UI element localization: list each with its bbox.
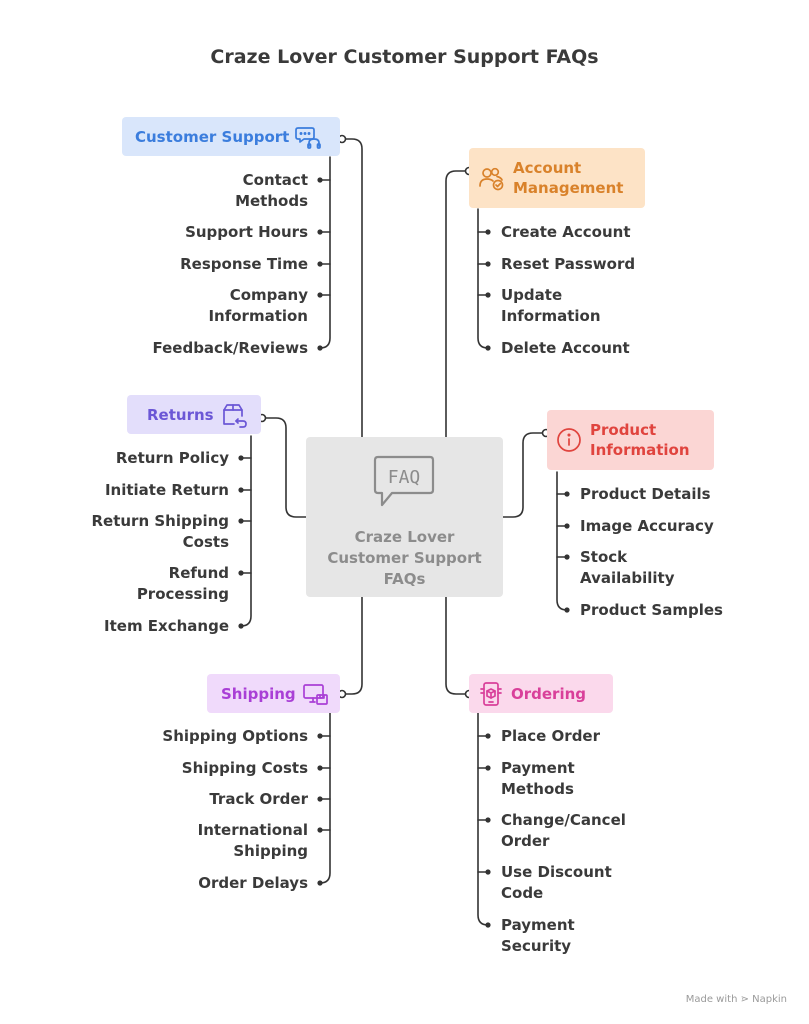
branch-label: Returns: [147, 405, 214, 424]
center-node: FAQ Craze Lover Customer Support FAQs: [306, 437, 503, 597]
list-item: Shipping Options: [162, 727, 308, 745]
box-return-icon: [221, 402, 248, 428]
branch-label: Customer Support: [135, 127, 290, 146]
made-with-napkin-footer: Made with ⋗ Napkin: [685, 994, 787, 1005]
info-circle-icon: [556, 427, 582, 453]
list-item: Reset Password: [501, 255, 636, 273]
list-item: Feedback/Reviews: [152, 339, 308, 357]
list-item: Delete Account: [501, 339, 630, 357]
svg-text:FAQ: FAQ: [388, 467, 421, 488]
list-item: Product Details: [580, 485, 711, 503]
list-item: Track Order: [209, 790, 308, 808]
chat-headset-icon: [295, 124, 322, 150]
faq-speech-bubble-icon: FAQ: [372, 453, 436, 515]
list-item: Place Order: [501, 727, 601, 745]
connector-shipping: [341, 596, 363, 695]
connector-returns: [261, 417, 307, 518]
monitor-package-icon: [302, 681, 329, 707]
connector-ordering: [445, 596, 470, 695]
list-item: Return Policy: [115, 449, 229, 467]
branch-ordering: Ordering: [469, 674, 613, 713]
branch-returns: Returns: [127, 395, 261, 434]
list-item: Initiate Return: [104, 481, 229, 499]
list-item: Item Exchange: [104, 617, 229, 635]
list-item: Response Time: [180, 255, 308, 273]
diagram-title: Craze Lover Customer Support FAQs: [210, 46, 599, 68]
list-item: Order Delays: [198, 874, 308, 892]
connector-account-management: [445, 170, 470, 438]
branch-label: Ordering: [511, 684, 587, 703]
list-item: Product Samples: [580, 601, 723, 619]
list-item: Image Accuracy: [580, 517, 714, 535]
list-item: Support Hours: [185, 223, 308, 241]
branch-label: Shipping: [221, 684, 296, 703]
center-label: Craze Lover Customer Support FAQs: [327, 528, 482, 588]
users-check-icon: [478, 165, 505, 191]
list-item: Shipping Costs: [181, 759, 308, 777]
connector-product-information: [502, 432, 547, 518]
branch-shipping: Shipping: [207, 674, 340, 713]
list-item: Create Account: [501, 223, 631, 241]
connector-customer-support: [341, 138, 363, 438]
branch-customer-support: Customer Support: [122, 117, 340, 156]
phone-box-icon: [479, 681, 503, 707]
